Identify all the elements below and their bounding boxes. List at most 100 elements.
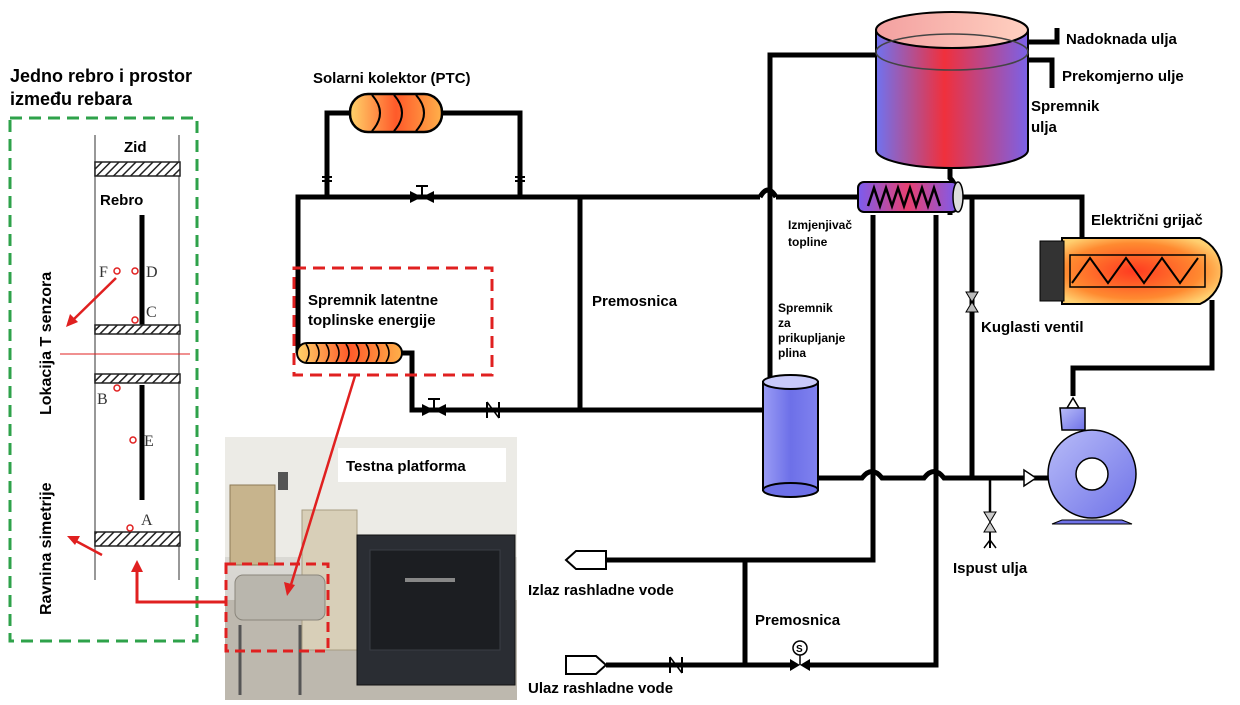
pump-flow-arrow [1023, 468, 1038, 488]
point-f-label: F [99, 264, 108, 281]
sensor-point-c [131, 316, 139, 324]
bypass-bottom-label: Premosnica [755, 612, 841, 629]
sensor-point-b [113, 384, 121, 392]
pipe-heater-to-pump [1070, 300, 1215, 396]
latent-storage-label-1: Spremnik latentne [308, 292, 438, 309]
pump [1023, 396, 1137, 525]
electric-heater-label: Električni grijač [1091, 212, 1203, 229]
cooling-out-arrow [564, 550, 607, 570]
photo-machine-panel [369, 549, 501, 651]
flow-meter-symbol: S [796, 644, 803, 655]
fin-label: Rebro [100, 192, 143, 209]
symmetry-arrow-head [67, 536, 80, 545]
latent-storage-coil [305, 343, 390, 363]
oil-tank-top [875, 11, 1029, 49]
point-b-label: B [97, 391, 108, 408]
sensor-location-label: Lokacija T senzora [38, 272, 55, 415]
storage-to-photo-line [288, 375, 357, 589]
oil-drain-valve: Ispust ulja [953, 511, 1028, 577]
gas-tank-body [762, 381, 819, 491]
pipe-hx-to-heater [958, 194, 1085, 238]
valve-bottom [422, 398, 446, 416]
pump-eye [1075, 457, 1109, 491]
heater-element [1071, 256, 1199, 285]
ptc-body [348, 92, 444, 134]
gas-tank-label-3: prikupljanje [778, 331, 846, 345]
gas-collection-tank: Spremnik za prikupljanje plina [762, 301, 846, 498]
point-e-label: E [144, 433, 154, 450]
pump-base [1051, 519, 1133, 525]
photo-switch [278, 472, 288, 490]
photo-machine-logo [405, 578, 455, 582]
ball-valve: Kuglasti ventil [965, 291, 1084, 336]
point-d-label: D [146, 264, 158, 281]
symmetry-arrow-line [73, 538, 103, 557]
check-valve-bottom [486, 401, 500, 419]
inset-border [8, 116, 199, 643]
oil-tank-label-1: Spremnik [1031, 98, 1100, 115]
solar-collector: Solarni kolektor (PTC) [313, 70, 471, 134]
gas-tank-bottom [762, 482, 819, 498]
ball-valve-label: Kuglasti ventil [981, 319, 1084, 336]
pipe-tank-to-gas [767, 52, 880, 382]
cooling-water-in: Ulaz rashladne vode [528, 655, 673, 697]
cooling-water-out: Izlaz rashladne vode [528, 550, 674, 599]
latent-storage-box [292, 266, 494, 377]
pipe-cooling-out [606, 215, 876, 563]
gas-tank-label-4: plina [778, 346, 806, 360]
gas-tank-top [762, 374, 819, 390]
sensor-arrow-line [71, 277, 117, 322]
oil-overflow-label: Prekomjerno ulje [1062, 68, 1184, 85]
pump-neck [1059, 407, 1086, 431]
oil-tank-level [875, 33, 1029, 71]
callout-lines [131, 375, 357, 604]
sensor-arrow-head [66, 314, 78, 327]
flow-valve-cooling: S [790, 640, 810, 671]
pipe-ptc-right [440, 110, 523, 197]
sensor-point-f [113, 267, 121, 275]
cooling-in-arrow [565, 655, 608, 675]
sensor-point-e [129, 436, 137, 444]
inset-title-line2: između rebara [10, 89, 133, 109]
tube-wall-lower [94, 373, 181, 384]
photo-highlight-box [224, 562, 330, 653]
storage-to-photo-arrow [284, 582, 295, 596]
sensor-point-a [126, 524, 134, 532]
flanges-ptc [322, 176, 525, 182]
symmetry-plane-label: Ravnina simetrije [38, 482, 55, 615]
hx-coil [866, 184, 942, 210]
photo-to-inset-arrow [131, 560, 143, 572]
valve-top [410, 185, 434, 203]
sensor-point-d [131, 267, 139, 275]
oil-drain-label: Ispust ulja [953, 560, 1028, 577]
oil-tank: Spremnik ulja Nadoknada ulja Prekomjerno… [875, 11, 1184, 169]
solar-collector-label: Solarni kolektor (PTC) [313, 70, 471, 87]
pipe-oil-overflow [1028, 57, 1055, 88]
hx-end-cap [952, 181, 964, 213]
heater-cap [1039, 240, 1065, 302]
wall-label: Zid [124, 139, 147, 156]
pipe-network [295, 28, 1215, 668]
wall-bottom [94, 531, 181, 547]
heater-frame [1069, 254, 1206, 288]
test-platform-photo: Testna platforma [224, 437, 517, 700]
hx-label-2: topline [788, 235, 828, 249]
point-c-label: C [146, 304, 157, 321]
cooling-out-label: Izlaz rashladne vode [528, 582, 674, 599]
gas-tank-label-1: Spremnik [778, 301, 833, 315]
inset-title-line1: Jedno rebro i prostor [10, 66, 192, 86]
pipe-gas-to-pump [818, 469, 1060, 481]
pipe-oil-makeup [1028, 28, 1060, 45]
photo-cabinet [229, 484, 276, 566]
oil-tank-body [875, 29, 1029, 169]
latent-storage: Spremnik latentne toplinske energije [292, 266, 494, 377]
latent-storage-label-2: toplinske energije [308, 312, 436, 329]
point-a-label: A [141, 512, 153, 529]
gas-tank-label-2: za [778, 316, 791, 330]
heater-body [1061, 237, 1223, 305]
photo-label-bg [338, 448, 506, 482]
photo-storage-unit [234, 574, 326, 621]
check-valve-cooling [669, 656, 683, 674]
photo-to-inset-line [135, 568, 226, 604]
